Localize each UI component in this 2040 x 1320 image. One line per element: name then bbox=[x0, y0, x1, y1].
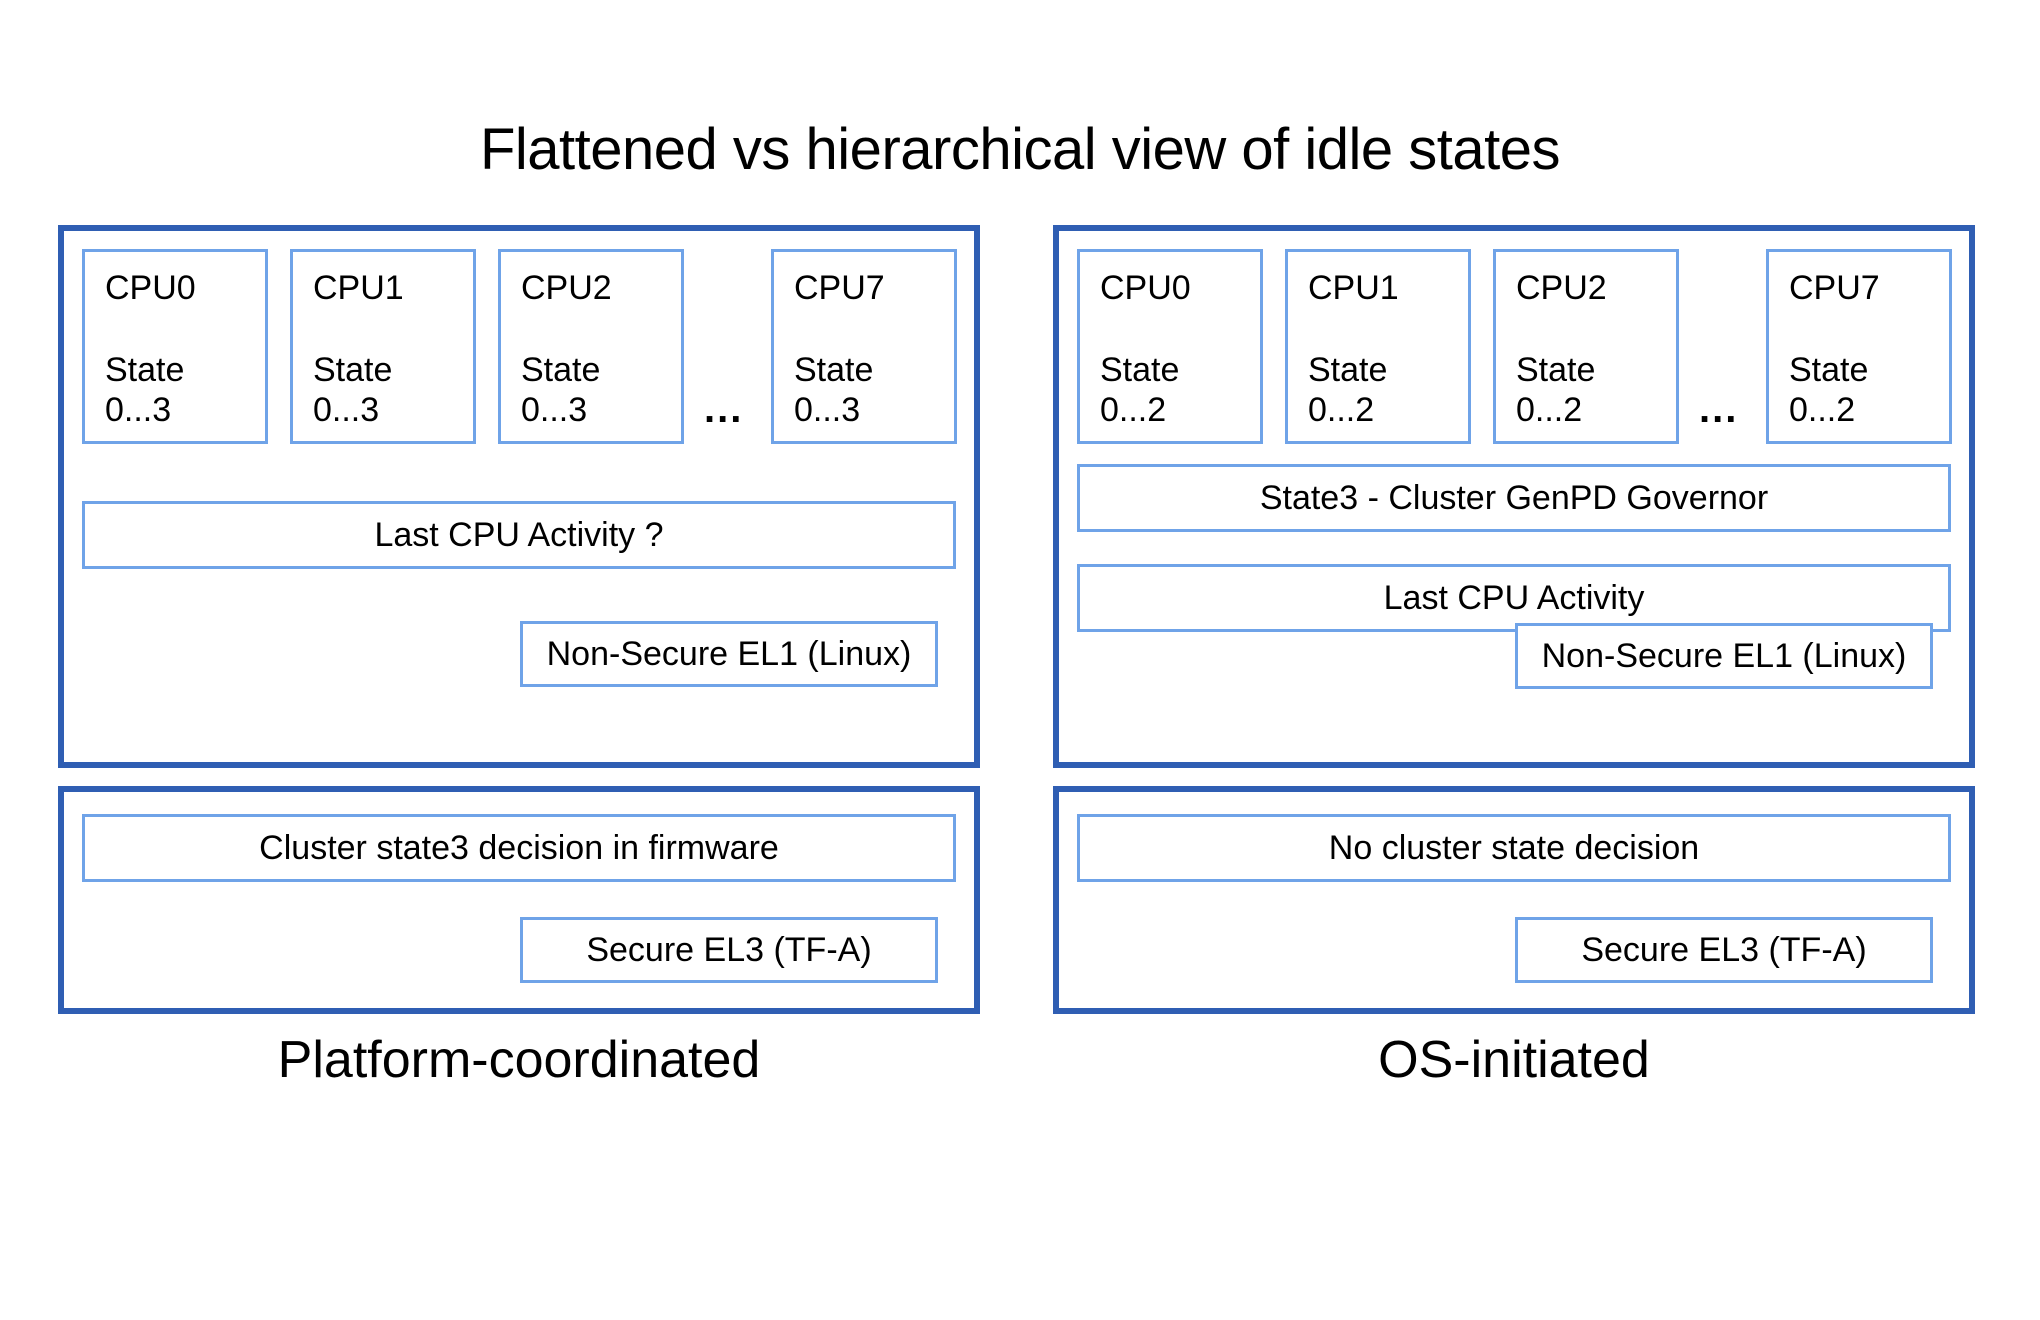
last-cpu-activity-box: Last CPU Activity bbox=[1077, 564, 1951, 632]
platform-coordinated-caption: Platform-coordinated bbox=[277, 1031, 761, 1089]
os-initiated-firmware-panel: No cluster state decision Secure EL3 (TF… bbox=[1053, 786, 1975, 1014]
cpu-box-cpu1: CPU1 State 0...2 bbox=[1285, 249, 1471, 444]
cpu-box-cpu7: CPU7 State 0...3 bbox=[771, 249, 957, 444]
cpu-state-range: 0...3 bbox=[313, 391, 380, 429]
cpu-name: CPU2 bbox=[1516, 269, 1607, 307]
cpu-name: CPU0 bbox=[105, 269, 196, 307]
cpu-state-label: State bbox=[1100, 351, 1180, 389]
cluster-genpd-governor-box: State3 - Cluster GenPD Governor bbox=[1077, 464, 1951, 532]
cpu-box-cpu0: CPU0 State 0...2 bbox=[1077, 249, 1263, 444]
cpu-state-range: 0...2 bbox=[1100, 391, 1167, 429]
cpu-state-range: 0...2 bbox=[1789, 391, 1856, 429]
cpu-state-range: 0...3 bbox=[794, 391, 861, 429]
cpu-state-range: 0...2 bbox=[1308, 391, 1375, 429]
page-title: Flattened vs hierarchical view of idle s… bbox=[479, 117, 1561, 182]
cpu-name: CPU0 bbox=[1100, 269, 1191, 307]
secure-el3-label-box: Secure EL3 (TF-A) bbox=[520, 917, 938, 983]
cluster-state-decision-box: Cluster state3 decision in firmware bbox=[82, 814, 956, 882]
cpu-name: CPU7 bbox=[1789, 269, 1880, 307]
non-secure-el1-label-box: Non-Secure EL1 (Linux) bbox=[520, 621, 938, 687]
cpu-state-label: State bbox=[521, 351, 601, 389]
cpu-state-label: State bbox=[105, 351, 185, 389]
cpu-box-cpu1: CPU1 State 0...3 bbox=[290, 249, 476, 444]
cpu-box-cpu2: CPU2 State 0...3 bbox=[498, 249, 684, 444]
cpu-box-cpu2: CPU2 State 0...2 bbox=[1493, 249, 1679, 444]
cluster-state-decision-box: No cluster state decision bbox=[1077, 814, 1951, 882]
cpu-ellipsis: ... bbox=[1699, 387, 1739, 431]
platform-coordinated-firmware-panel: Cluster state3 decision in firmware Secu… bbox=[58, 786, 980, 1014]
cpu-state-range: 0...2 bbox=[1516, 391, 1583, 429]
secure-el3-label-box: Secure EL3 (TF-A) bbox=[1515, 917, 1933, 983]
cpu-state-label: State bbox=[1516, 351, 1596, 389]
cpu-box-cpu7: CPU7 State 0...2 bbox=[1766, 249, 1952, 444]
cpu-state-label: State bbox=[313, 351, 393, 389]
cpu-state-label: State bbox=[1308, 351, 1388, 389]
cpu-ellipsis: ... bbox=[704, 387, 744, 431]
last-cpu-activity-box: Last CPU Activity ? bbox=[82, 501, 956, 569]
cpu-box-cpu0: CPU0 State 0...3 bbox=[82, 249, 268, 444]
cpu-state-label: State bbox=[794, 351, 874, 389]
cpu-state-range: 0...3 bbox=[521, 391, 588, 429]
cpu-name: CPU7 bbox=[794, 269, 885, 307]
cpu-state-label: State bbox=[1789, 351, 1869, 389]
platform-coordinated-os-panel: CPU0 State 0...3 CPU1 State 0...3 CPU2 S… bbox=[58, 225, 980, 768]
os-initiated-caption: OS-initiated bbox=[1378, 1031, 1650, 1089]
cpu-name: CPU1 bbox=[1308, 269, 1399, 307]
cpu-name: CPU2 bbox=[521, 269, 612, 307]
os-initiated-os-panel: CPU0 State 0...2 CPU1 State 0...2 CPU2 S… bbox=[1053, 225, 1975, 768]
non-secure-el1-label-box: Non-Secure EL1 (Linux) bbox=[1515, 623, 1933, 689]
cpu-name: CPU1 bbox=[313, 269, 404, 307]
cpu-state-range: 0...3 bbox=[105, 391, 172, 429]
